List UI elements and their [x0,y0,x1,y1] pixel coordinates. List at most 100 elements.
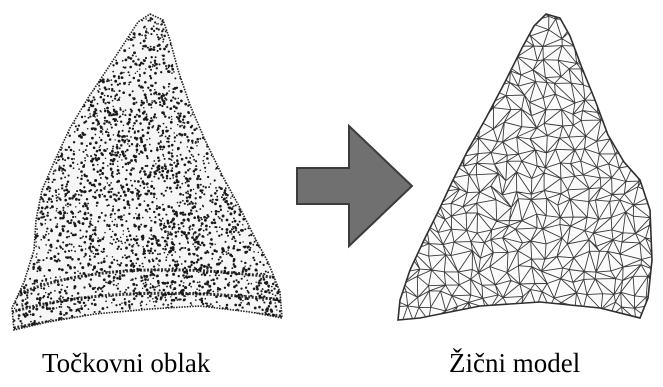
point [124,291,126,293]
point [104,214,106,216]
point [190,115,192,117]
point [112,256,114,258]
point [86,145,88,147]
point [155,296,158,299]
point [64,251,66,253]
point [83,302,86,305]
point [143,72,146,75]
point [199,138,201,140]
point [147,240,150,243]
point [25,298,27,300]
point [142,246,144,248]
point [90,218,92,220]
point [267,271,269,273]
point [111,243,113,245]
point [190,264,192,266]
point [130,136,132,138]
point [192,253,193,254]
point [165,136,167,138]
point [148,48,151,51]
point [172,91,174,93]
point [78,245,80,247]
point [54,259,56,261]
point [219,288,222,291]
point [160,298,162,300]
point [246,279,248,281]
point [93,253,95,255]
point [180,280,182,282]
point [93,96,95,98]
point [134,34,135,35]
point [186,180,189,183]
point [45,219,47,221]
point [67,306,69,308]
point [112,64,114,66]
point [124,114,126,116]
point [74,250,76,252]
point [167,232,169,234]
point [142,266,144,268]
point [262,264,264,266]
point [212,278,215,281]
point [218,235,220,237]
point [110,169,112,171]
point [71,258,74,261]
point [77,271,78,272]
point [210,238,213,241]
point [117,283,119,285]
point [201,192,203,194]
point [218,259,220,261]
point [57,283,60,286]
point [211,211,213,213]
point [187,193,189,195]
point [120,121,122,123]
point [146,139,147,140]
point [82,151,84,153]
point [135,56,136,57]
point [128,256,130,258]
point [228,223,231,226]
point [170,107,172,109]
point [181,125,183,127]
point [229,282,231,284]
point [102,194,104,196]
point [232,221,234,223]
point [166,282,169,285]
point [88,101,89,102]
point [111,174,113,176]
point [117,263,119,265]
point [113,134,115,136]
point [101,307,104,310]
point [113,284,115,286]
point [142,235,145,238]
point [161,170,164,173]
point [165,243,168,246]
point [97,90,98,91]
point [104,110,106,112]
point [67,157,70,160]
point [237,281,240,284]
point [196,177,199,180]
point [59,165,61,167]
point [126,178,128,180]
point [154,305,156,307]
point [74,122,75,123]
point [141,34,143,36]
point [116,248,118,250]
point [187,169,189,171]
point [118,209,121,212]
point [177,184,179,186]
point [113,193,115,195]
point [171,228,173,230]
point [234,304,237,307]
point [69,204,71,206]
point [146,155,148,157]
point [69,165,72,168]
point [149,217,151,219]
point [94,311,96,313]
point [56,307,57,308]
point [174,87,177,90]
point [225,278,227,280]
point [207,234,209,236]
point [163,155,164,156]
